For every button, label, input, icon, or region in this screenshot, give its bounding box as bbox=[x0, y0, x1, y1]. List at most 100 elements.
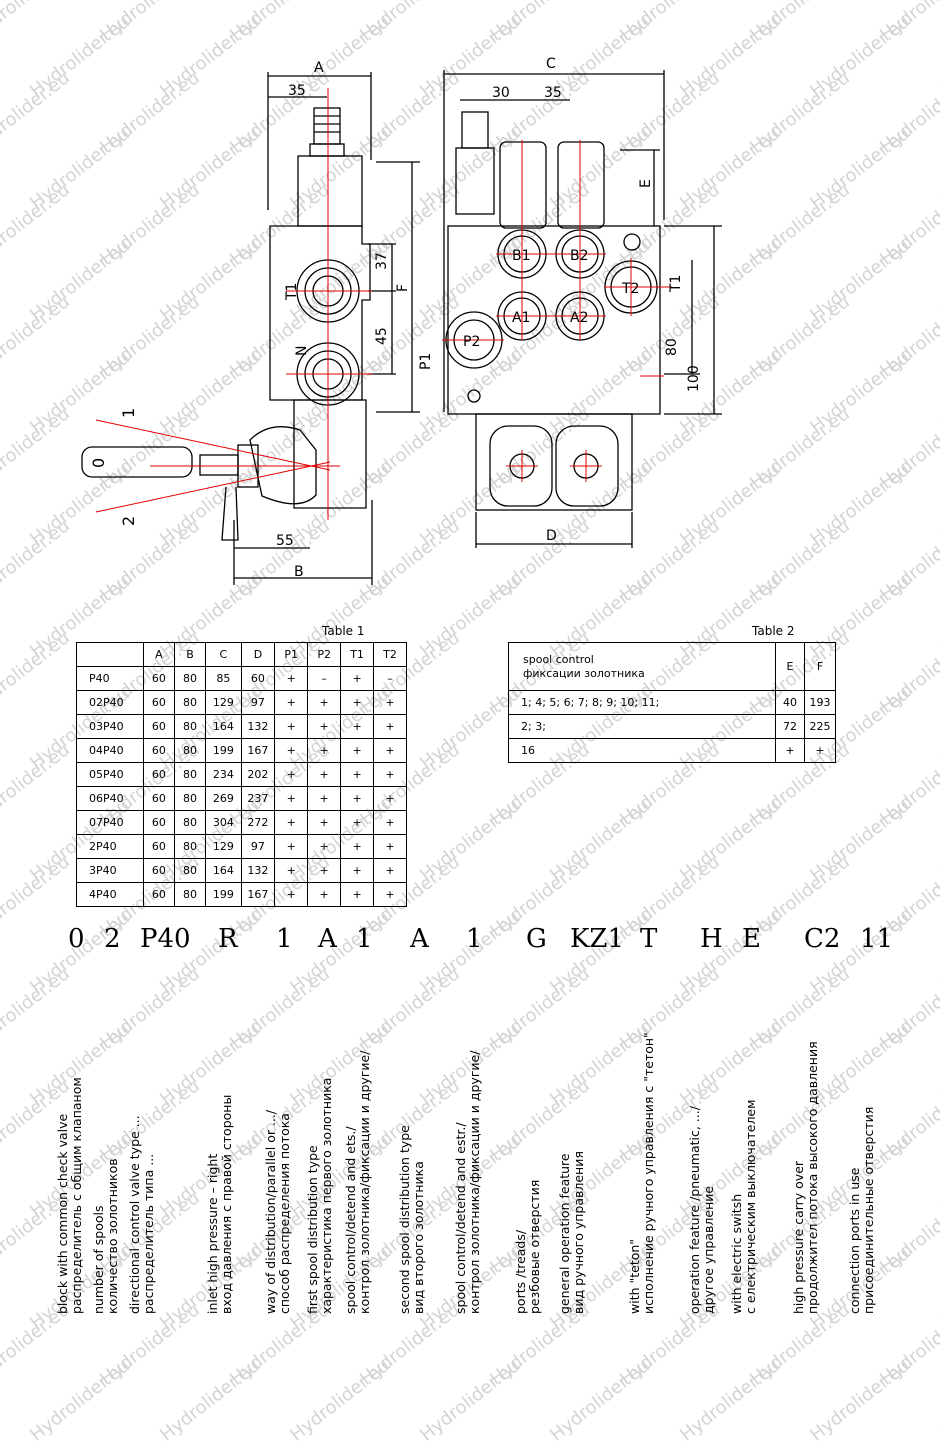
port-b1: B1 bbox=[512, 248, 531, 264]
table-cell: 40 bbox=[775, 690, 805, 715]
watermark-text: Hydrolider.eu bbox=[546, 1355, 654, 1446]
table2-header-line1: spool control bbox=[523, 652, 594, 666]
watermark-text: Hydrolider.eu bbox=[936, 683, 940, 774]
table-cell: 07P40 bbox=[76, 810, 144, 835]
table-cell: + bbox=[307, 882, 342, 907]
valve-drawing: A 35 37 45 F T1 N 0 1 2 55 B bbox=[81, 56, 722, 585]
table1-caption: Table 1 bbox=[322, 624, 365, 638]
port-p2: P2 bbox=[463, 334, 480, 350]
table-cell: + bbox=[340, 762, 375, 787]
watermark-text: Hydrolider.eu bbox=[936, 1019, 940, 1110]
table-cell: + bbox=[373, 690, 407, 715]
table1-header-cell: B bbox=[173, 642, 207, 667]
table-cell: + bbox=[373, 882, 407, 907]
table-cell: 80 bbox=[173, 786, 207, 811]
description-en: way of distribution/parallel or .../ bbox=[263, 1109, 278, 1314]
table-cell: 60 bbox=[142, 690, 175, 715]
table-cell: 234 bbox=[205, 762, 242, 787]
table-cell: 202 bbox=[240, 762, 276, 787]
watermark-text: Hydrolider.eu bbox=[156, 1355, 264, 1446]
table1-header-cell bbox=[76, 642, 144, 667]
dim-35-front-label: 35 bbox=[544, 85, 562, 101]
table-cell: 97 bbox=[240, 834, 276, 859]
front-view bbox=[443, 70, 722, 548]
table-cell: + bbox=[373, 738, 407, 763]
watermark-text: Hydrolider.eu bbox=[676, 1355, 784, 1446]
table-cell: 03P40 bbox=[76, 714, 144, 739]
dim-c-label: C bbox=[546, 56, 556, 72]
dim-b-label: B bbox=[294, 564, 304, 580]
table-cell: + bbox=[274, 834, 309, 859]
table-cell: + bbox=[274, 810, 309, 835]
watermark-text: Hydrolider.eu bbox=[416, 795, 524, 886]
table-cell: 80 bbox=[173, 690, 207, 715]
table-cell: 80 bbox=[173, 834, 207, 859]
table-cell: P40 bbox=[76, 666, 144, 691]
watermark-text: Hydrolider.eu bbox=[936, 907, 940, 998]
table2-caption: Table 2 bbox=[752, 624, 795, 638]
code-segment: P40 bbox=[140, 924, 191, 954]
table-cell: + bbox=[274, 882, 309, 907]
description-en: first spool distribution type bbox=[305, 1145, 320, 1314]
dim-f-label: F bbox=[395, 284, 411, 292]
table-cell: 60 bbox=[240, 666, 276, 691]
description-ru: контрол золотника/фиксации и другие/ bbox=[467, 1050, 482, 1314]
table-cell: + bbox=[340, 738, 375, 763]
watermark-text: Hydrolider.eu bbox=[676, 795, 784, 886]
table1-header-cell: P2 bbox=[307, 642, 342, 667]
description-en: inlet high pressure – right bbox=[205, 1153, 220, 1314]
watermark-text: Hydrolider.eu bbox=[0, 627, 74, 718]
table-cell: + bbox=[274, 738, 309, 763]
port-t2: T2 bbox=[621, 281, 639, 297]
table-cell: 129 bbox=[205, 834, 242, 859]
description-ru: исполнение ручного управления с "тетон" bbox=[641, 1032, 656, 1314]
description-en: number of spools bbox=[91, 1205, 106, 1314]
code-description: spool control/detend and ets./контрол зо… bbox=[343, 950, 404, 1342]
table-cell: 60 bbox=[142, 834, 175, 859]
watermark-text: Hydrolider.eu bbox=[26, 1355, 134, 1446]
table-cell: 132 bbox=[240, 858, 276, 883]
description-ru: способ распределения потока bbox=[277, 1113, 292, 1314]
code-segment: 0 bbox=[68, 924, 85, 954]
description-en: ports /treads/ bbox=[513, 1229, 528, 1314]
table-cell: + bbox=[373, 714, 407, 739]
description-en: connection ports in use bbox=[847, 1167, 862, 1314]
code-description: directional control valve type ...распре… bbox=[127, 950, 188, 1342]
watermark-text: Hydrolider.eu bbox=[936, 1355, 940, 1446]
table-cell: 237 bbox=[240, 786, 276, 811]
table-cell: 2P40 bbox=[76, 834, 144, 859]
description-ru: количество золотников bbox=[105, 1158, 120, 1314]
table1-header-cell: C bbox=[205, 642, 242, 667]
code-segment: A bbox=[318, 924, 337, 954]
lever-0-label: 0 bbox=[89, 458, 108, 468]
port-a2: A2 bbox=[570, 310, 588, 326]
table-cell: + bbox=[274, 666, 309, 691]
description-ru: продолжител потока высокого давления bbox=[805, 1041, 820, 1314]
description-en: spool control/detend and ets./ bbox=[343, 1126, 358, 1314]
table-cell: 3P40 bbox=[76, 858, 144, 883]
table-cell: + bbox=[274, 690, 309, 715]
table-cell: + bbox=[307, 690, 342, 715]
table-cell: + bbox=[274, 762, 309, 787]
table-cell: 80 bbox=[173, 810, 207, 835]
table2-header: spool control фиксации золотника bbox=[508, 642, 776, 691]
side-view-centerlines bbox=[95, 88, 372, 520]
table-cell: + bbox=[274, 714, 309, 739]
table1-header-cell: P1 bbox=[274, 642, 309, 667]
watermark-text: Hydrolider.eu bbox=[546, 795, 654, 886]
table-cell: + bbox=[307, 714, 342, 739]
table-cell: – bbox=[307, 666, 342, 691]
code-segment: T bbox=[640, 924, 658, 954]
table-cell: 60 bbox=[142, 738, 175, 763]
table-cell: 60 bbox=[142, 762, 175, 787]
table1-header-cell: T1 bbox=[340, 642, 375, 667]
front-view-labels: C 30 35 E 80 100 D B1 B2 A1 A2 T2 P2 P1 … bbox=[418, 56, 702, 544]
table1-header-cell: A bbox=[142, 642, 175, 667]
